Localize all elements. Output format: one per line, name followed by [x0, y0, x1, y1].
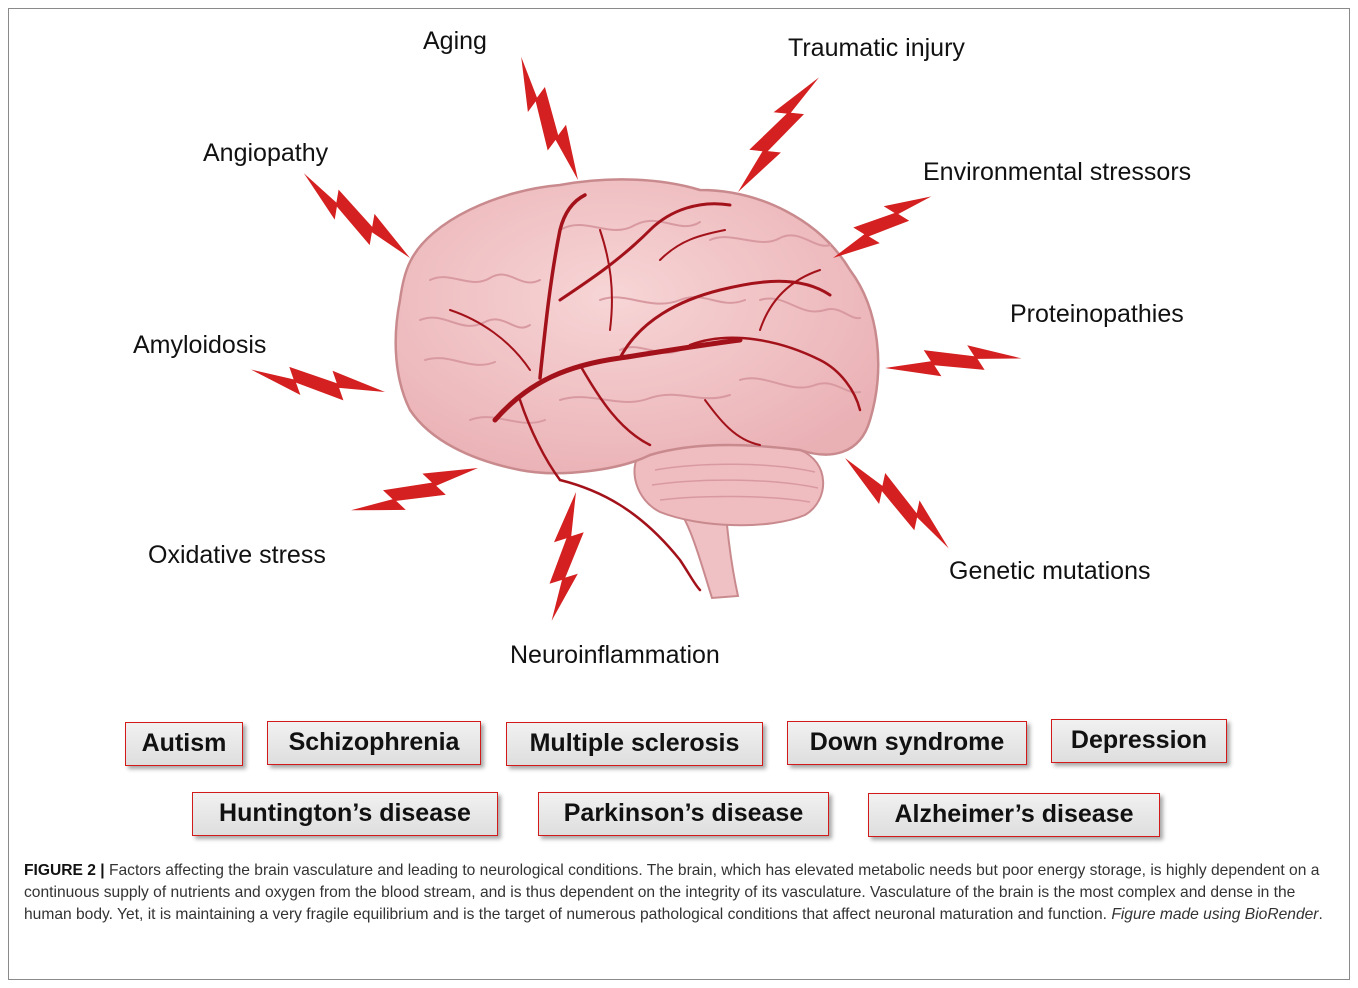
factor-traumatic-injury: Traumatic injury [788, 36, 965, 61]
factor-neuroinflammation: Neuroinflammation [510, 643, 720, 668]
neuroinflammation-bolt [550, 492, 584, 621]
factor-oxidative-stress: Oxidative stress [148, 543, 326, 568]
amyloidosis-bolt [251, 367, 385, 401]
aging-bolt [521, 57, 578, 180]
factor-genetic-mutations: Genetic mutations [949, 559, 1151, 584]
condition-parkinsons-disease: Parkinson’s disease [538, 792, 829, 836]
factor-aging: Aging [423, 29, 487, 54]
condition-huntingtons-disease: Huntington’s disease [192, 792, 498, 836]
traumatic-injury-bolt [738, 77, 819, 192]
caption-end: . [1318, 906, 1322, 923]
condition-depression: Depression [1051, 719, 1227, 763]
environmental-stressors-bolt [833, 196, 931, 258]
oxidative-stress-bolt [351, 468, 478, 510]
figure-label: FIGURE 2 | [24, 862, 105, 879]
genetic-mutations-bolt [845, 458, 949, 548]
condition-multiple-sclerosis: Multiple sclerosis [506, 722, 763, 766]
factor-angiopathy: Angiopathy [203, 141, 328, 166]
figure-caption: FIGURE 2 | Factors affecting the brain v… [24, 860, 1336, 926]
proteinopathies-bolt [885, 345, 1022, 376]
factor-environmental-stressors: Environmental stressors [923, 160, 1191, 185]
factor-proteinopathies: Proteinopathies [1010, 302, 1184, 327]
condition-alzheimers-disease: Alzheimer’s disease [868, 793, 1160, 837]
caption-credit: Figure made using BioRender [1111, 906, 1318, 923]
angiopathy-bolt [304, 173, 410, 258]
condition-down-syndrome: Down syndrome [787, 721, 1027, 765]
condition-autism: Autism [125, 722, 243, 766]
condition-schizophrenia: Schizophrenia [267, 721, 481, 765]
factor-amyloidosis: Amyloidosis [133, 333, 266, 358]
